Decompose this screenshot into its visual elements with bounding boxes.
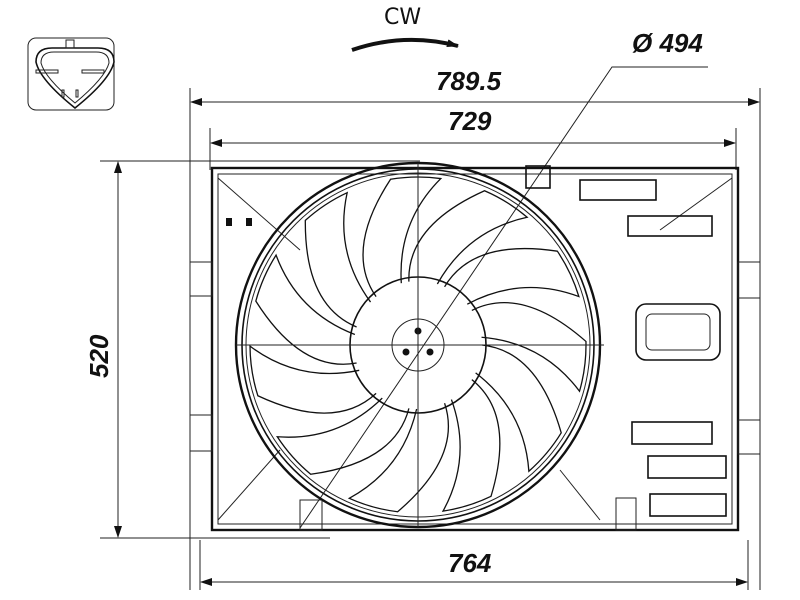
dimension-height: 520	[84, 160, 420, 539]
fan-blade	[249, 344, 377, 414]
fan-blade	[408, 190, 529, 285]
dimension-bottom-width: 764	[199, 540, 749, 590]
fan-blade	[362, 176, 443, 298]
fan-blade	[276, 397, 410, 475]
fan-blade	[347, 403, 449, 513]
diameter-leader	[299, 66, 708, 529]
svg-text:789.5: 789.5	[436, 66, 502, 96]
fan-assembly	[234, 161, 604, 529]
fan-blade	[471, 302, 587, 393]
fan-shroud-frame	[189, 165, 761, 532]
rotation-label: CW	[384, 5, 421, 30]
fan-blade	[475, 344, 562, 473]
svg-text:520: 520	[84, 334, 114, 378]
fan-blade	[441, 379, 501, 512]
fan-blade	[444, 247, 580, 305]
dimension-overall-width: 789.5	[189, 66, 761, 590]
fan-blades	[249, 176, 587, 513]
diameter-label: Ø 494	[632, 28, 703, 58]
svg-text:764: 764	[448, 548, 492, 578]
fan-blade	[304, 191, 372, 328]
svg-text:729: 729	[448, 106, 492, 136]
connector-icon	[27, 37, 115, 111]
fan-blade	[255, 253, 357, 365]
rotation-arrow-icon	[351, 37, 459, 52]
dimension-frame-width: 729	[209, 106, 737, 170]
